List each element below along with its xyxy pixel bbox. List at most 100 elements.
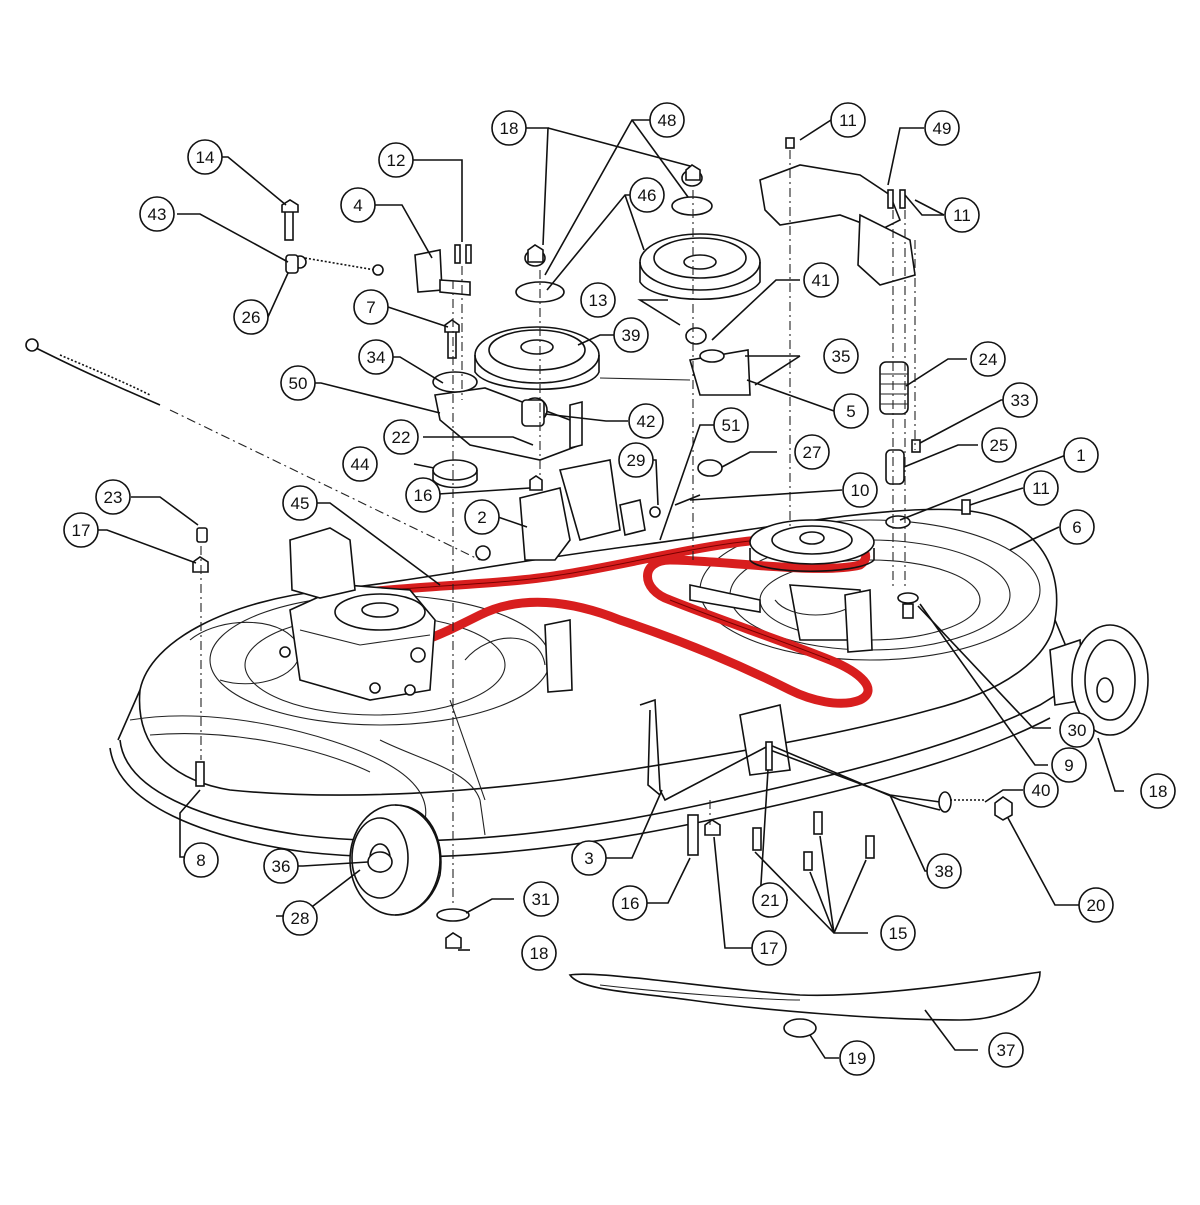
callout-12: 12 [378,142,414,178]
callout-number: 48 [658,111,677,130]
callout-number: 43 [148,205,167,224]
callout-number: 36 [272,857,291,876]
callout-2: 2 [464,499,500,535]
callout-35: 35 [823,338,859,374]
callout-11: 11 [944,197,980,233]
callout-18: 18 [521,935,557,971]
callout-number: 51 [722,416,741,435]
callout-number: 39 [622,326,641,345]
callout-circle [1140,773,1176,809]
callout-number: 4 [353,196,362,215]
callout-circle [981,427,1017,463]
callout-30: 30 [1059,712,1095,748]
spacer-44 [432,459,478,489]
callout-circle [880,915,916,951]
callout-39: 39 [613,317,649,353]
callout-number: 11 [953,206,971,225]
callout-circle [628,403,664,439]
callout-number: 1 [1076,446,1085,465]
callout-number: 21 [761,891,780,910]
callout-circle [1051,747,1087,783]
callout-circle [571,840,607,876]
center-spindle-pulley [749,519,875,641]
callout-number: 6 [1072,518,1081,537]
callout-circle [823,338,859,374]
callout-26: 26 [233,299,269,335]
callout-circle [1023,470,1059,506]
callout-circle [926,853,962,889]
callout-circle [1063,437,1099,473]
callout-number: 14 [196,148,215,167]
callout-circle [1023,772,1059,808]
callout-42: 42 [628,403,664,439]
callout-10: 10 [842,472,878,508]
callout-circle [751,930,787,966]
callout-31: 31 [523,881,559,917]
idler-pulley-left [474,326,600,390]
callout-13: 13 [580,282,616,318]
callout-number: 44 [351,455,370,474]
callout-43: 43 [139,196,175,232]
deck-bracket-left [289,459,621,693]
callout-18: 18 [1140,773,1176,809]
callout-50: 50 [280,365,316,401]
callout-51: 51 [713,407,749,443]
callout-number: 11 [839,111,857,130]
callout-number: 49 [933,119,952,138]
callout-number: 11 [1032,479,1050,498]
callout-number: 41 [812,271,831,290]
callout-number: 5 [846,402,855,421]
callout-number: 18 [530,944,549,963]
callout-number: 22 [392,428,411,447]
callout-circle [924,110,960,146]
callout-number: 17 [760,939,779,958]
callout-circle [405,477,441,513]
callout-11: 11 [1023,470,1059,506]
callout-circle [358,339,394,375]
callout-48: 48 [649,102,685,138]
callout-number: 30 [1068,721,1087,740]
tension-spring [293,255,384,276]
callout-46: 46 [629,177,665,213]
callout-40: 40 [1023,772,1059,808]
callout-circle [839,1040,875,1076]
callout-45: 45 [282,485,318,521]
callout-number: 7 [366,298,375,317]
callout-41: 41 [803,262,839,298]
callout-23: 23 [95,479,131,515]
callout-34: 34 [358,339,394,375]
callout-22: 22 [383,419,419,455]
callout-number: 17 [72,521,91,540]
gauge-wheel-left [349,804,442,916]
callout-number: 42 [637,412,656,431]
mower-deck-housing [109,508,1081,858]
callout-circle [491,110,527,146]
callout-28: 28 [282,900,318,936]
left-spindle-housing [279,584,436,701]
callout-circle [280,365,316,401]
callout-circle [464,499,500,535]
idler-bracket [599,327,751,396]
callout-19: 19 [839,1040,875,1076]
callout-circle [618,442,654,478]
callout-4: 4 [340,187,376,223]
callout-number: 9 [1064,756,1073,775]
callout-8: 8 [183,842,219,878]
callout-circle [1059,712,1095,748]
callout-number: 37 [997,1041,1016,1060]
callout-number: 33 [1011,391,1030,410]
callout-circle [282,900,318,936]
callout-circle [613,317,649,353]
callout-circle [1002,382,1038,418]
callout-circle [282,485,318,521]
callout-circle [830,102,866,138]
callout-number: 25 [990,436,1009,455]
callout-9: 9 [1051,747,1087,783]
front-hanger-rod [639,698,941,811]
assembly-centerlines [200,150,916,905]
callout-36: 36 [263,848,299,884]
callout-number: 35 [832,347,851,366]
callout-circle [713,407,749,443]
callout-20: 20 [1078,887,1114,923]
callout-circle [629,177,665,213]
